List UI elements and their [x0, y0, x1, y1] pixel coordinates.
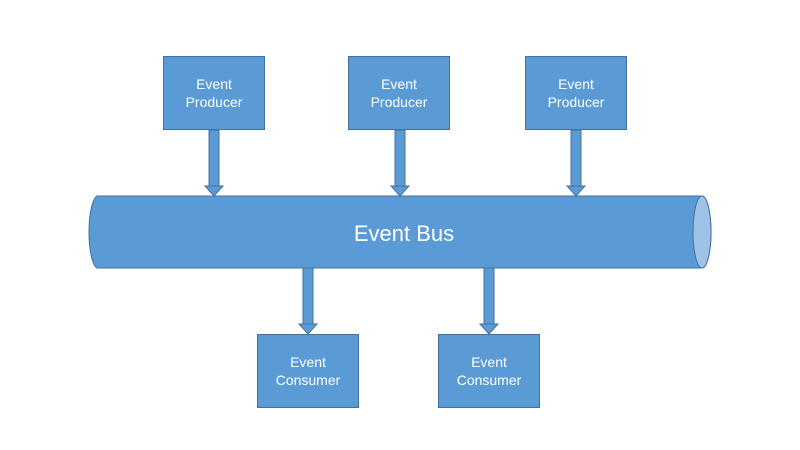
event-producer-label-line2: Producer [185, 94, 243, 110]
event-producer-label-line1: Event [381, 76, 417, 92]
producer-arrow-3 [565, 129, 587, 197]
producer-arrow-2 [389, 129, 411, 197]
event-producer-box-3: Event Producer [525, 56, 627, 130]
event-consumer-box-2: Event Consumer [438, 334, 540, 408]
event-consumer-label-line2: Consumer [456, 372, 522, 388]
event-bus-label: Event Bus [354, 221, 454, 246]
event-producer-box-1: Event Producer [163, 56, 265, 130]
producer-arrow-1 [203, 129, 225, 197]
event-bus-end-cap [692, 195, 712, 269]
event-producer-box-2: Event Producer [348, 56, 450, 130]
event-producer-label-line1: Event [196, 76, 232, 92]
event-producer-label-line2: Producer [547, 94, 605, 110]
consumer-arrow-2 [478, 267, 500, 335]
event-consumer-label-line1: Event [471, 354, 507, 370]
event-consumer-label-line1: Event [290, 354, 326, 370]
event-bus-cylinder: Event Bus [88, 195, 712, 269]
consumer-arrow-1 [297, 267, 319, 335]
event-producer-label-line1: Event [558, 76, 594, 92]
event-consumer-label-line2: Consumer [275, 372, 341, 388]
event-producer-label-line2: Producer [370, 94, 428, 110]
event-consumer-box-1: Event Consumer [257, 334, 359, 408]
